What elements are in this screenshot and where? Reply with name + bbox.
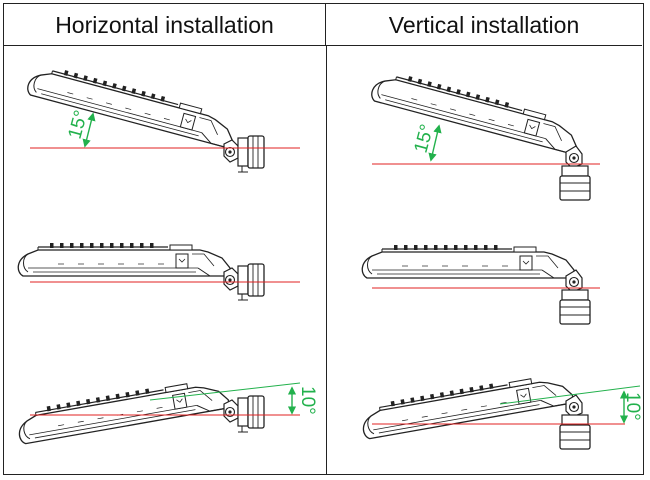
angle-label-horizontal-10: 10° — [297, 386, 318, 415]
column-divider — [326, 46, 327, 474]
horizontal-level-luminaire — [17, 242, 265, 301]
header-horizontal-installation: Horizontal installation — [4, 4, 326, 46]
reference-line-tilted — [499, 385, 641, 405]
vertical-tilt-10-luminaire — [358, 369, 591, 450]
angle-label-vertical-15: 15° — [411, 122, 439, 155]
angle-arrow — [82, 112, 96, 148]
vertical-tilt-15-luminaire — [369, 67, 591, 201]
horizontal-tilt-10-luminaire — [14, 374, 265, 446]
horizontal-tilt-15-luminaire — [25, 61, 265, 173]
vertical-level-luminaire — [361, 244, 591, 325]
angle-label-vertical-10: 10° — [622, 392, 643, 421]
diagram-frame: Horizontal installation Vertical install… — [3, 3, 644, 475]
angle-arrow — [428, 124, 442, 162]
header-vertical-installation: Vertical installation — [326, 4, 642, 46]
reference-line-tilted — [149, 382, 301, 401]
